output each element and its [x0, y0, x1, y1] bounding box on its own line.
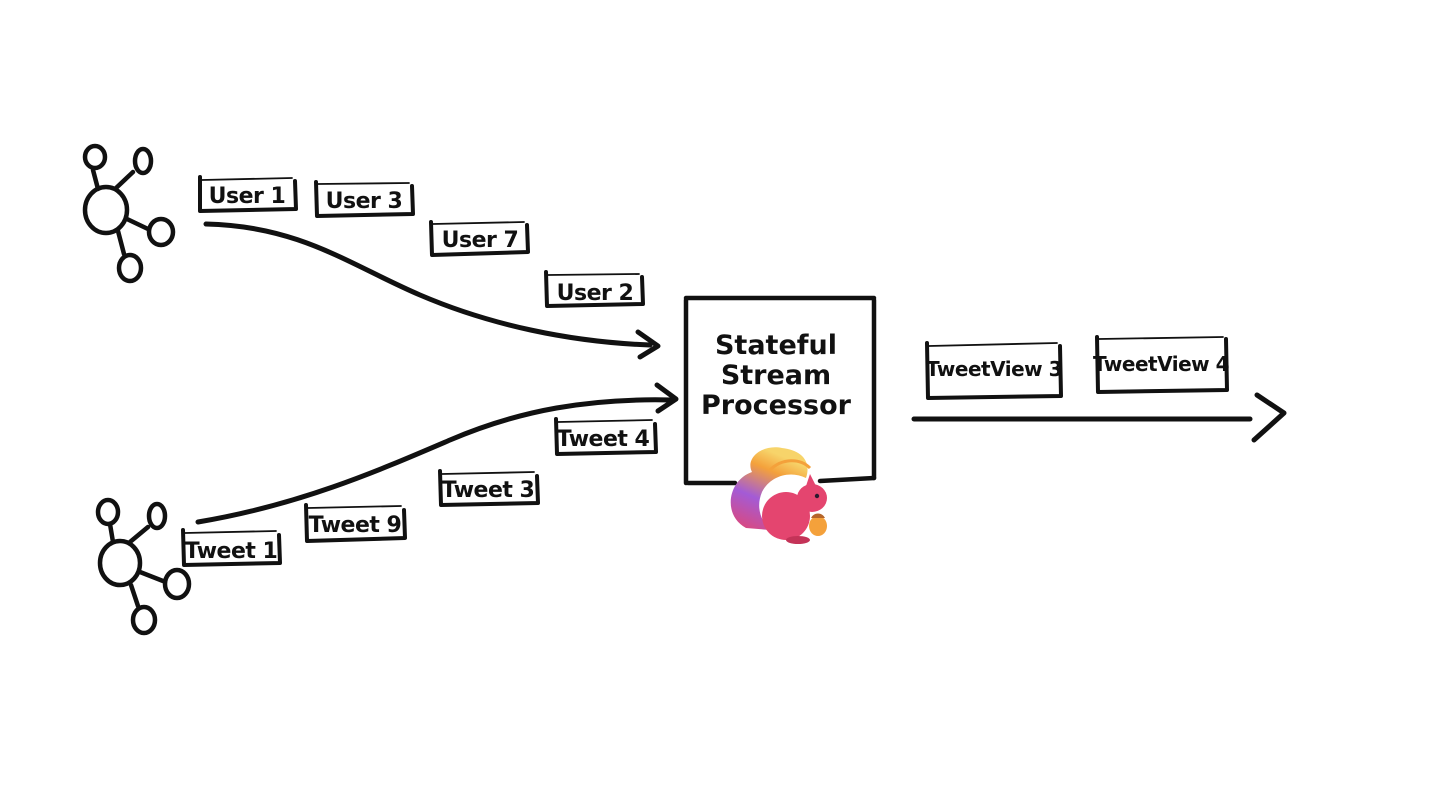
event-label-user-7: User 7 [442, 228, 519, 253]
event-label-tweetview-3: TweetView 3 [926, 357, 1062, 381]
event-label-tweet-9: Tweet 9 [309, 513, 402, 538]
user-stream-arrow [203, 221, 661, 360]
processor-label-line-3: Processor [701, 390, 852, 421]
processor-label-line-1: Stateful [715, 330, 837, 361]
event-label-user-3: User 3 [326, 189, 403, 214]
event-tag-user-1 [198, 175, 298, 213]
event-label-tweet-3: Tweet 3 [442, 478, 535, 503]
event-tag-tweet-4 [554, 417, 658, 456]
event-tag-tweet-1 [181, 528, 282, 567]
event-tag-tweetview-4 [1095, 335, 1229, 394]
event-label-tweet-4: Tweet 4 [557, 427, 650, 452]
event-tag-user-2 [544, 270, 645, 308]
event-label-tweetview-4: TweetView 4 [1093, 352, 1229, 376]
event-tag-tweetview-3 [925, 341, 1063, 400]
event-tag-tweet-3 [438, 469, 540, 507]
event-label-tweet-1: Tweet 1 [185, 539, 278, 564]
processor-label-line-2: Stream [721, 360, 831, 391]
network-graph-icon [82, 143, 176, 284]
tweet-stream-arrow [195, 382, 679, 525]
event-tag-tweet-9 [304, 503, 407, 543]
event-label-user-1: User 1 [209, 184, 286, 209]
event-tag-user-7 [429, 220, 530, 257]
squirrel-mascot-icon [730, 447, 827, 544]
event-label-user-2: User 2 [557, 281, 634, 306]
network-graph-icon [95, 497, 192, 636]
event-tag-user-3 [314, 180, 415, 218]
output-stream-arrow [911, 392, 1287, 443]
processor-box [683, 295, 877, 486]
